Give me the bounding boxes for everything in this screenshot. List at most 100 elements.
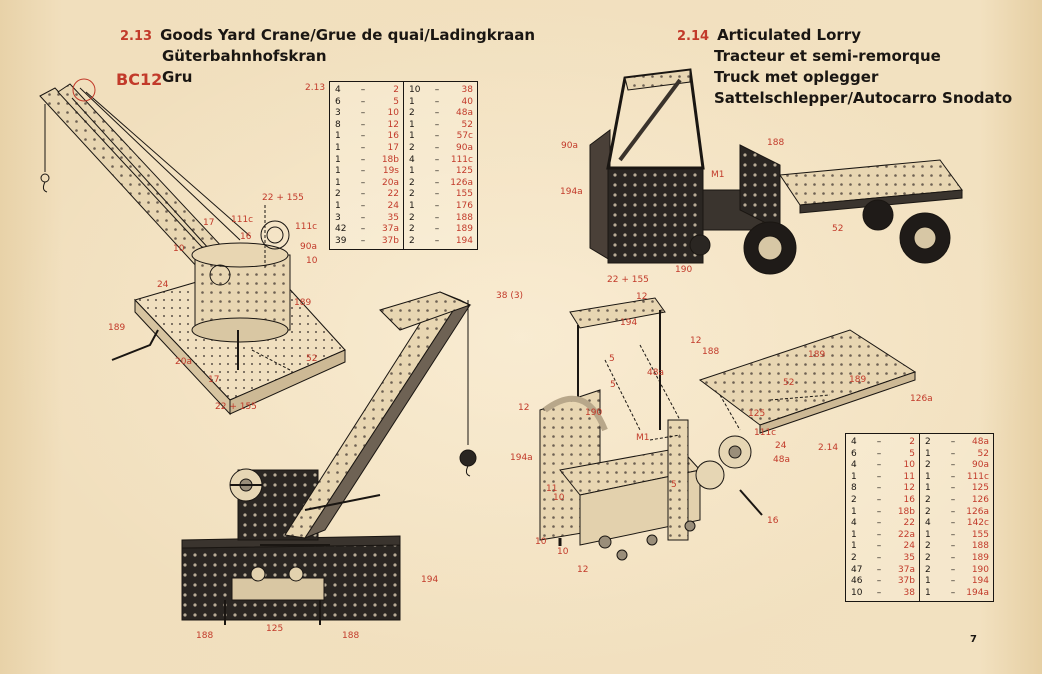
parts-row: 8–12 (851, 483, 915, 495)
part-quantity: 2 (409, 212, 415, 223)
dash: – (876, 529, 882, 540)
dash: – (360, 224, 366, 235)
part-number: 90a (972, 460, 989, 471)
part-quantity: 4 (925, 518, 931, 529)
parts-row: 46–37b (851, 576, 915, 588)
part-quantity: 1 (409, 200, 415, 211)
part-quantity: 4 (851, 518, 857, 529)
dash: – (876, 460, 882, 471)
part-number: 48a (972, 437, 989, 447)
parts-row: 1–125 (409, 166, 473, 178)
dash: – (434, 166, 440, 177)
part-label: 188 (342, 631, 360, 641)
title-2-14-line3: Truck met oplegger (714, 68, 879, 86)
parts-row: 1 – 16 (335, 131, 399, 143)
part-label: 5 (610, 380, 616, 390)
part-number: 189 (455, 224, 473, 235)
part-quantity: 1 (335, 142, 341, 153)
part-number: 12 (903, 483, 915, 494)
part-quantity: 2 (925, 564, 931, 575)
part-number: 22 (387, 189, 399, 200)
parts-row: 1–155 (925, 530, 989, 542)
parts-row: 1–24 (851, 541, 915, 553)
parts-row: 2–188 (925, 541, 989, 553)
part-label: 111c (231, 215, 254, 225)
parts-row: 3–35 (335, 213, 399, 225)
dash: – (434, 154, 440, 165)
dash: – (950, 541, 956, 552)
part-number: 18b (897, 506, 915, 517)
dash: – (876, 552, 882, 563)
dash: – (360, 235, 366, 246)
part-number: 20a (382, 177, 399, 188)
parts-row: 4–10 (851, 460, 915, 472)
part-quantity: 1 (851, 506, 857, 517)
part-number: 48a (456, 108, 473, 119)
parts-row: 2–22 (335, 189, 399, 201)
dash: – (360, 85, 366, 95)
part-label: 11 (546, 484, 558, 494)
part-label: 24 (775, 441, 787, 451)
dash: – (434, 235, 440, 246)
dash: – (950, 564, 956, 575)
part-quantity: 1 (409, 119, 415, 130)
part-label: 10 (557, 547, 569, 557)
dash: – (360, 154, 366, 165)
parts-row: 6–5 (851, 449, 915, 461)
parts-row: 2–48a (925, 437, 989, 449)
part-number: 111c (966, 471, 989, 482)
dash: – (950, 552, 956, 563)
parts-row: 1–52 (409, 120, 473, 132)
part-number: 194a (966, 587, 989, 598)
part-number: 19s (382, 166, 399, 177)
dash: – (434, 131, 440, 142)
part-quantity: 1 (409, 131, 415, 142)
title-2-14-line4: Sattelschlepper/Autocarro Snodato (714, 89, 1013, 107)
part-quantity: 1 (851, 541, 857, 552)
dash: – (950, 529, 956, 540)
dash: – (950, 587, 956, 598)
part-number: 194 (455, 235, 473, 246)
parts-row: 1–22a (851, 530, 915, 542)
part-quantity: 1 (925, 587, 931, 598)
part-quantity: 6 (335, 96, 341, 107)
part-label: 188 (702, 347, 720, 357)
part-label: 22 + 155 (262, 193, 304, 203)
part-quantity: 8 (335, 119, 341, 130)
parts-row: 2–189 (925, 553, 989, 565)
part-number: 16 (387, 131, 399, 142)
dash: – (950, 576, 956, 587)
part-number: 190 (971, 564, 989, 575)
dash: – (876, 437, 882, 447)
part-label: 188 (767, 138, 785, 148)
title-2-14-line1: Articulated Lorry (717, 26, 861, 44)
parts-row: 2–126 (925, 495, 989, 507)
dash: – (434, 119, 440, 130)
parts-row: 39–37b (335, 236, 399, 248)
part-label: M1 (636, 433, 650, 443)
part-quantity: 1 (335, 131, 341, 142)
dash: – (360, 189, 366, 200)
parts-row: 2–126a (409, 178, 473, 190)
part-quantity: 47 (851, 564, 863, 575)
part-label: 190 (585, 408, 603, 418)
part-number: 188 (455, 212, 473, 223)
part-quantity: 2 (409, 108, 415, 119)
dash: – (950, 460, 956, 471)
parts-row: 2–126a (925, 507, 989, 519)
parts-row: 1 –194a (925, 588, 989, 600)
parts-row: 1–111c (925, 472, 989, 484)
section-number-2-13: 2.13 (120, 29, 153, 44)
dash: – (876, 448, 882, 459)
part-number: 5 (393, 96, 399, 107)
dash: – (360, 131, 366, 142)
parts-row: 2–194 (409, 236, 473, 248)
dash: – (434, 212, 440, 223)
part-quantity: 6 (851, 448, 857, 459)
part-number: 155 (455, 189, 473, 200)
part-number: 38 (461, 85, 473, 95)
